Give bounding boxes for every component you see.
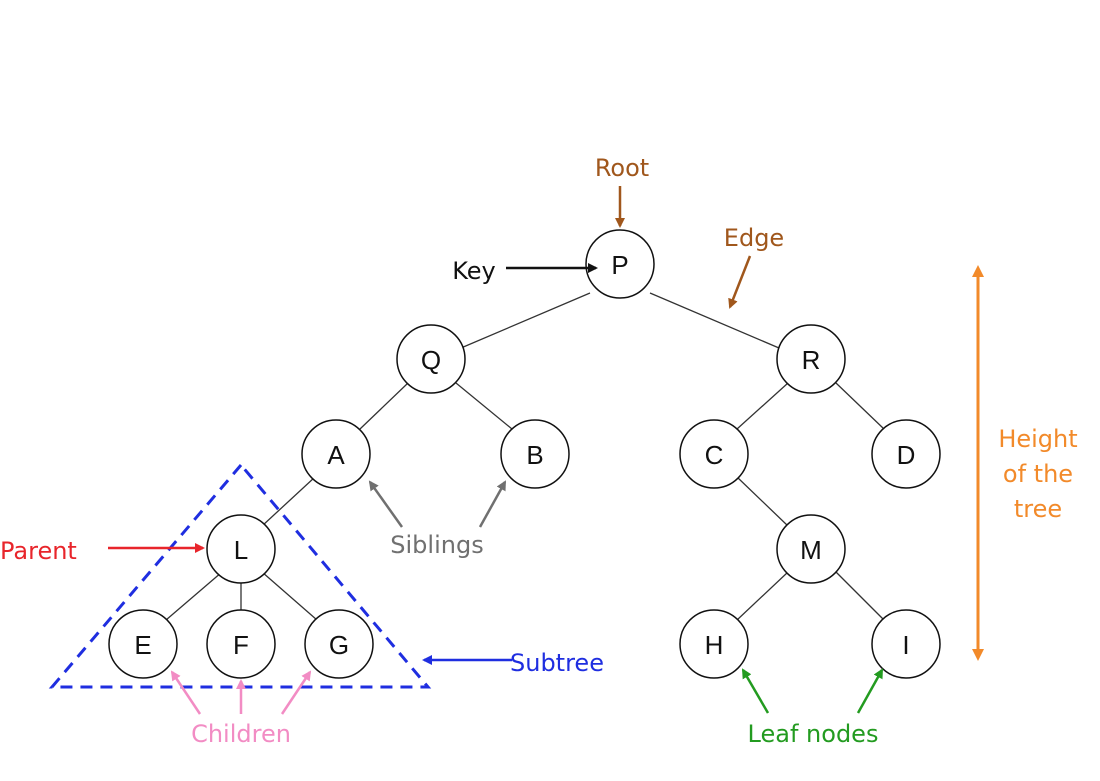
node-r: R bbox=[776, 324, 846, 394]
node-circle bbox=[679, 609, 749, 679]
edge-p-q bbox=[460, 292, 591, 349]
edge-r-c bbox=[736, 382, 789, 430]
node-m: M bbox=[776, 514, 846, 584]
siblings-arrow-right bbox=[478, 480, 507, 528]
node-g: G bbox=[304, 609, 374, 679]
node-circle bbox=[108, 609, 178, 679]
edge-l-e bbox=[165, 571, 223, 621]
edge-l-g bbox=[261, 571, 318, 621]
node-h: H bbox=[679, 609, 749, 679]
height-label-line1: Height bbox=[998, 425, 1077, 453]
node-circle bbox=[776, 324, 846, 394]
edge-r-d bbox=[835, 382, 885, 430]
children-label: Children bbox=[191, 720, 291, 748]
subtree-label: Subtree bbox=[510, 649, 604, 677]
edge-c-m bbox=[736, 476, 789, 527]
node-key: H bbox=[705, 630, 724, 660]
children-arrow-right bbox=[280, 670, 312, 715]
node-circle bbox=[871, 609, 941, 679]
siblings-label: Siblings bbox=[390, 531, 483, 559]
leaf-arrow-left bbox=[741, 668, 770, 714]
node-c: C bbox=[679, 419, 749, 489]
edge-q-b bbox=[455, 382, 513, 430]
node-circle bbox=[206, 609, 276, 679]
edge-q-a bbox=[359, 382, 409, 430]
node-p: P bbox=[585, 229, 655, 299]
node-circle bbox=[301, 419, 371, 489]
node-key: A bbox=[327, 440, 345, 470]
edge-p-r bbox=[649, 292, 780, 349]
leaf-arrow-right bbox=[856, 668, 884, 714]
children-arrow-left bbox=[170, 670, 202, 715]
node-l: L bbox=[206, 514, 276, 584]
tree-edges bbox=[165, 292, 885, 621]
node-key: P bbox=[611, 250, 628, 280]
node-key: I bbox=[902, 630, 909, 660]
node-circle bbox=[206, 514, 276, 584]
node-e: E bbox=[108, 609, 178, 679]
node-key: F bbox=[233, 630, 249, 660]
height-label-line3: tree bbox=[1014, 495, 1062, 523]
height-label-line2: of the bbox=[1003, 460, 1073, 488]
node-b: B bbox=[500, 419, 570, 489]
root-label: Root bbox=[595, 154, 649, 182]
node-key: D bbox=[897, 440, 916, 470]
node-circle bbox=[871, 419, 941, 489]
node-circle bbox=[776, 514, 846, 584]
node-circle bbox=[585, 229, 655, 299]
node-q: Q bbox=[396, 324, 466, 394]
node-circle bbox=[304, 609, 374, 679]
leaf-nodes-label: Leaf nodes bbox=[748, 720, 879, 748]
edge-m-i bbox=[835, 571, 885, 621]
node-i: I bbox=[871, 609, 941, 679]
edge-m-h bbox=[736, 571, 789, 621]
node-key: B bbox=[526, 440, 543, 470]
parent-label: Parent bbox=[0, 537, 77, 565]
node-key: G bbox=[329, 630, 349, 660]
edge-label: Edge bbox=[724, 224, 784, 252]
siblings-arrow-left bbox=[368, 480, 404, 528]
subtree-outline bbox=[48, 462, 432, 689]
edge-arrow bbox=[728, 255, 752, 309]
edge-a-l bbox=[261, 476, 316, 527]
node-circle bbox=[396, 324, 466, 394]
node-key: M bbox=[800, 535, 822, 565]
node-circle bbox=[679, 419, 749, 489]
node-key: E bbox=[134, 630, 151, 660]
node-a: A bbox=[301, 419, 371, 489]
node-key: Q bbox=[421, 345, 441, 375]
node-d: D bbox=[871, 419, 941, 489]
node-key: L bbox=[234, 535, 248, 565]
key-label: Key bbox=[452, 257, 496, 285]
node-circle bbox=[500, 419, 570, 489]
node-key: C bbox=[705, 440, 724, 470]
node-f: F bbox=[206, 609, 276, 679]
node-key: R bbox=[802, 345, 821, 375]
